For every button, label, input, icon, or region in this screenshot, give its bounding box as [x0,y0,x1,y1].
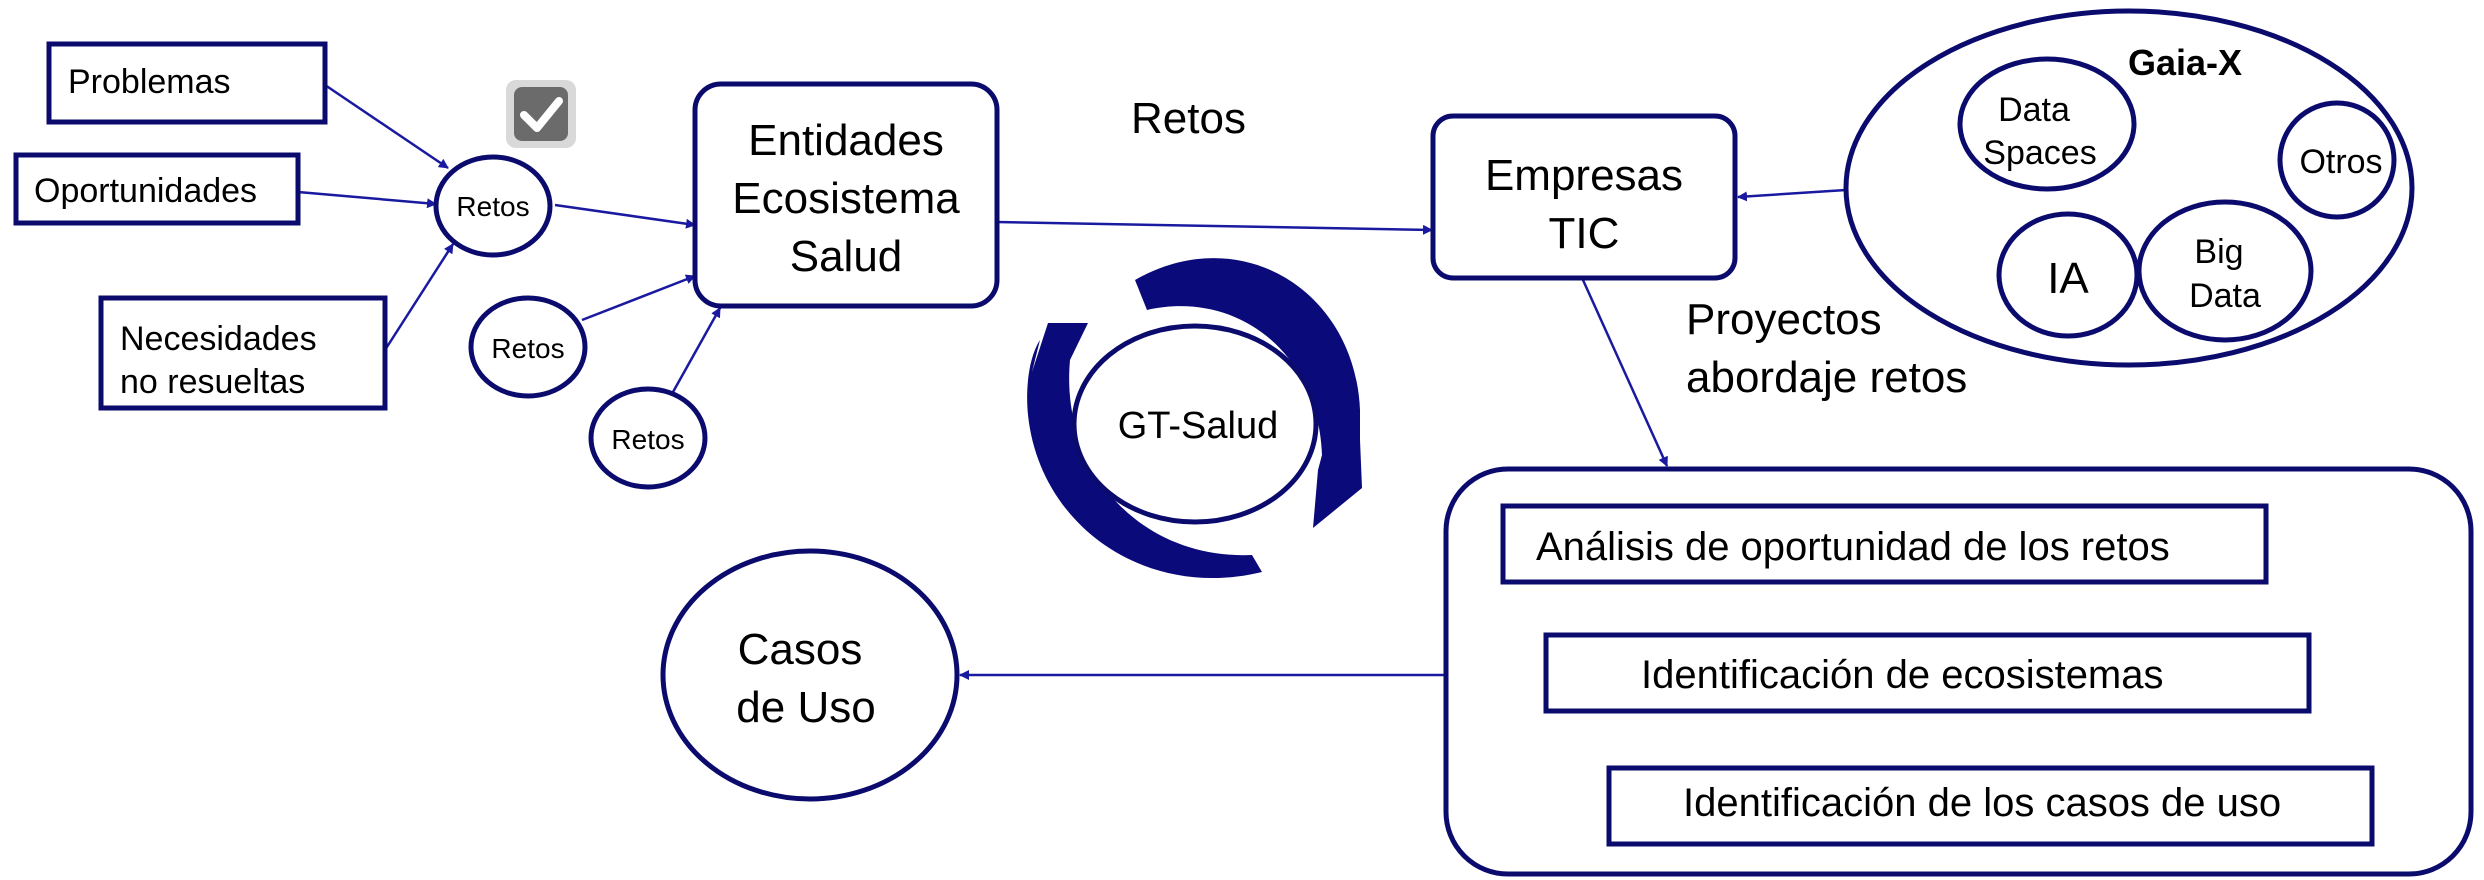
data-spaces-circle: Data Spaces [1957,56,2137,192]
gt-salud-cycle: GT-Salud [1027,258,1362,579]
edge-gaia-empresas [1737,188,1847,202]
edge-retos3-entidades [671,307,722,393]
svg-text:TIC: TIC [1549,209,1620,258]
svg-text:Identificación de ecosistemas: Identificación de ecosistemas [1641,653,2164,697]
step-analisis-oportunidad: Análisis de oportunidad de los retos [1500,503,2269,585]
gaia-x-title: Gaia-X [2128,42,2242,83]
gt-salud-label: GT-Salud [1118,405,1279,447]
svg-text:Otros: Otros [2299,143,2382,181]
edge-retos-entidades [554,203,696,229]
casos-de-uso-circle: Casos de Uso [660,548,960,802]
edge-retos2-entidades [581,274,696,322]
proyectos-label-2: abordaje retos [1686,353,1967,402]
step-identificacion-casos-uso: Identificación de los casos de uso [1606,765,2375,847]
svg-text:Oportunidades: Oportunidades [34,172,257,210]
box-oportunidades: Oportunidades [13,152,301,226]
svg-text:Spaces: Spaces [1983,134,2096,172]
edge-oportunidades-retos [297,190,437,209]
edge-problemas-retos [324,83,449,170]
cycle-arrow-top-right [1135,258,1362,528]
edge-empresas-proyectos [1581,279,1669,467]
retos-circle-1: Retos [433,154,553,258]
edge-necesidades-retos [383,243,455,351]
retos-circle-3: Retos [588,386,708,490]
big-data-circle: Big Data [2136,199,2314,343]
svg-text:Retos: Retos [456,191,529,222]
empresas-tic-box: Empresas TIC [1430,113,1738,281]
svg-text:Big: Big [2194,233,2243,271]
ia-circle: IA [1996,211,2140,339]
proyectos-label-1: Proyectos [1686,295,1882,344]
svg-text:Data: Data [1998,91,2070,129]
checkbox-checked-icon [506,80,576,148]
box-problemas: Problemas [46,41,328,125]
svg-text:Identificación de los casos de: Identificación de los casos de uso [1683,781,2281,825]
svg-text:Entidades: Entidades [748,116,944,165]
proyectos-process-container: Análisis de oportunidad de los retos Ide… [1443,466,2474,877]
svg-text:Empresas: Empresas [1485,151,1683,200]
retos-circle-2: Retos [468,295,588,399]
svg-text:Ecosistema: Ecosistema [732,174,960,223]
svg-text:Análisis de oportunidad de los: Análisis de oportunidad de los retos [1536,525,2170,569]
svg-text:Problemas: Problemas [68,63,231,101]
svg-text:IA: IA [2047,254,2089,303]
svg-text:Retos: Retos [611,424,684,455]
svg-text:Retos: Retos [491,333,564,364]
svg-text:Salud: Salud [790,232,903,281]
svg-text:de Uso: de Uso [736,683,875,732]
svg-text:Necesidades: Necesidades [120,320,317,358]
edge-entidades-empresas [995,220,1433,235]
svg-text:Casos: Casos [738,625,863,674]
gaia-x-ellipse: Gaia-X Data Spaces Otros IA Big Data [1843,8,2415,368]
box-necesidades: Necesidades no resueltas [98,295,388,411]
retos-label: Retos [1131,94,1246,143]
svg-text:Data: Data [2189,277,2261,315]
entidades-ecosistema-salud-box: Entidades Ecosistema Salud [692,81,1000,309]
otros-circle: Otros [2277,100,2397,220]
svg-text:no resueltas: no resueltas [120,363,305,401]
cycle-arrow-left [1027,323,1262,579]
step-identificacion-ecosistemas: Identificación de ecosistemas [1543,632,2312,714]
